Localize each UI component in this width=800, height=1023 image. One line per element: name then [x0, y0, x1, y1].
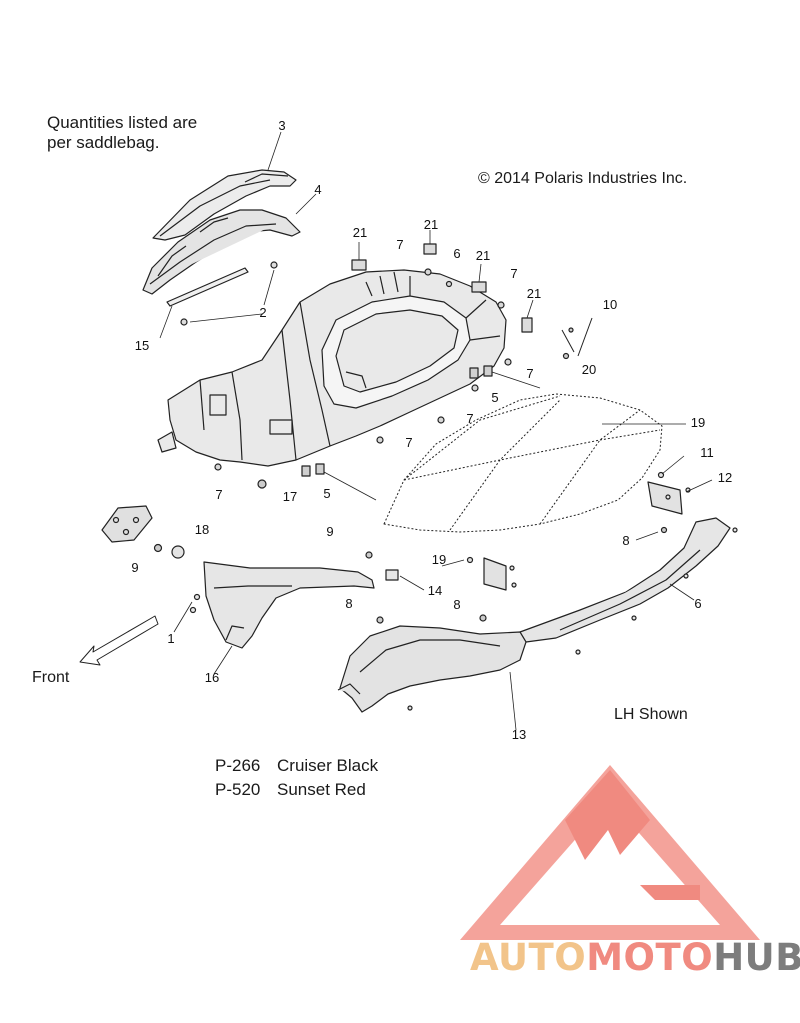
callout-number: 8: [622, 533, 630, 548]
part-17-grommet: [257, 479, 267, 489]
callout-number: 5: [323, 486, 331, 501]
callout-number: 6: [453, 246, 461, 261]
brand-part-hub: HUB: [713, 936, 800, 979]
automotohub-wordmark: AUTOMOTOHUB: [470, 936, 800, 979]
part-18-grommet: [171, 545, 185, 559]
part-3-trim-rail: [152, 169, 297, 241]
callout-number: 15: [134, 338, 150, 353]
part-10-cable: [561, 317, 593, 360]
front-arrow-icon: [79, 615, 159, 666]
part-5-nuts: [301, 365, 541, 501]
part-2-fasteners: [180, 261, 278, 326]
callout-number: 9: [326, 524, 334, 539]
color-code-row: P-266 Cruiser Black: [215, 756, 378, 776]
saddlebag-liner: [383, 393, 663, 533]
callout-number: 8: [345, 596, 353, 611]
copyright-text: © 2014 Polaris Industries Inc.: [478, 170, 688, 187]
callout-number: 9: [131, 560, 139, 575]
part-9-screw: [153, 543, 163, 553]
callout-number: 17: [282, 489, 298, 504]
color-name: Cruiser Black: [277, 756, 379, 775]
part-21-clips: [351, 230, 534, 333]
quantity-note: Quantities listed are per saddlebag.: [47, 113, 198, 152]
callout-number: 5: [491, 390, 499, 405]
callout-number: 21: [352, 225, 368, 240]
part-13-lower-body: [337, 614, 637, 713]
callout-number: 11: [700, 445, 714, 460]
lh-shown-label: LH Shown: [614, 706, 688, 723]
callout-number: 21: [475, 248, 491, 263]
part-6-rear-cover: [519, 517, 738, 643]
callout-number: 7: [466, 411, 474, 426]
color-code-row: P-520 Sunset Red: [215, 780, 366, 800]
callout-number: 6: [694, 596, 702, 611]
part-7-screws: [214, 268, 512, 471]
callout-number: 16: [204, 670, 220, 685]
callout-number: 7: [526, 366, 534, 381]
callout-number: 14: [427, 583, 443, 598]
callout-number: 12: [717, 470, 733, 485]
leader-lines: [173, 131, 713, 731]
mount-bracket: [101, 505, 153, 543]
callout-number: 19: [690, 415, 706, 430]
automotohub-logo-icon: [460, 765, 760, 940]
callout-number: 13: [511, 727, 527, 742]
callout-number: 7: [405, 435, 413, 450]
callout-number: 18: [194, 522, 210, 537]
callout-number: 7: [215, 487, 223, 502]
color-code: P-266: [215, 756, 261, 775]
part-16-front-cover: [189, 551, 399, 649]
callout-number: 21: [423, 217, 439, 232]
callout-number: 1: [167, 631, 175, 646]
brand-part-auto: AUTO: [470, 936, 587, 979]
callout-number: 7: [510, 266, 518, 281]
callout-number: 2: [259, 305, 267, 320]
part-4-lid-trim: [142, 209, 301, 295]
color-code: P-520: [215, 780, 261, 799]
callout-number: 10: [602, 297, 618, 312]
callout-number: 21: [526, 286, 542, 301]
callout-number: 8: [453, 597, 461, 612]
callout-number: 19: [431, 552, 447, 567]
part-11-bracket: [647, 471, 691, 515]
part-15-seal-strip: [159, 267, 249, 339]
callout-number: 20: [581, 362, 597, 377]
color-name: Sunset Red: [277, 780, 366, 799]
part-19-bracket: [466, 556, 517, 591]
callout-number: 7: [396, 237, 404, 252]
front-label: Front: [32, 669, 70, 686]
saddlebag-body: [157, 269, 507, 467]
callout-number: 4: [314, 182, 322, 197]
brand-part-moto: MOTO: [586, 936, 714, 979]
callout-number: 3: [278, 118, 286, 133]
